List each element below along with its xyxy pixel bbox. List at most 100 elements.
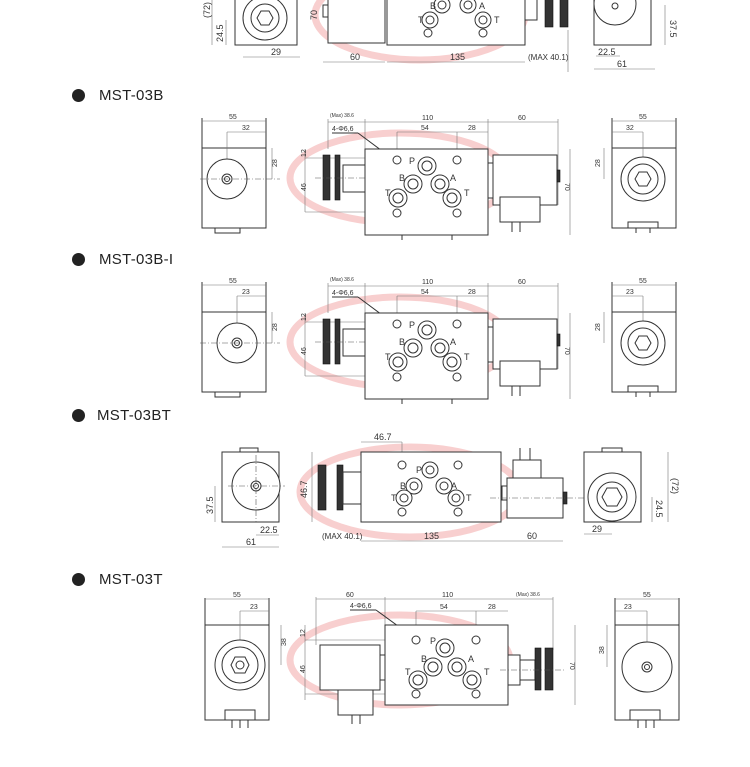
dim-label: 23 xyxy=(242,289,250,296)
dim-label: 60 xyxy=(527,531,537,541)
dim-label: 70 xyxy=(563,183,570,191)
valve-body xyxy=(386,0,526,46)
dim-label: 28 xyxy=(595,323,602,331)
port-label-b: B xyxy=(421,654,427,664)
dim-label: 22.5 xyxy=(598,47,616,57)
dim-label: 29 xyxy=(592,524,602,534)
bullet-icon xyxy=(72,573,85,586)
port-label-a: A xyxy=(479,1,485,11)
port-label-b: B xyxy=(430,1,436,11)
dim-label: 24.5 xyxy=(215,24,225,42)
dim-label: (Max) 38.6 xyxy=(516,592,540,598)
section-title-mst-03t: MST-03T xyxy=(72,571,163,588)
bullet-icon xyxy=(72,253,85,266)
drawing-mst-03b-i: 55 23 28 (Max) 38.6 110 60 4-Φ6,6 54 28 1… xyxy=(200,277,677,404)
bullet-icon xyxy=(72,89,85,102)
dim-label: 60 xyxy=(350,52,360,62)
dim-label: (Max) 38.6 xyxy=(330,277,354,283)
dim-label: 60 xyxy=(518,115,526,122)
dim-label: (Max) 38.6 xyxy=(330,113,354,119)
port-label-t: T xyxy=(464,352,470,362)
dim-label: 61 xyxy=(246,537,256,547)
dim-label: 37.5 xyxy=(668,20,678,38)
dim-label: 28 xyxy=(468,289,476,296)
dim-label: (72) xyxy=(202,2,212,18)
dim-label: 28 xyxy=(272,323,279,331)
dim-label: 55 xyxy=(643,592,651,599)
dim-label: 60 xyxy=(346,592,354,599)
bullet-icon xyxy=(72,409,85,422)
port-label-p: P xyxy=(409,156,415,166)
port-label-b: B xyxy=(399,173,405,183)
dim-label: 54 xyxy=(421,125,429,132)
drawing-mst-03t: 55 23 38 60 110 (Max) 38.6 4-Φ6,6 54 28 … xyxy=(204,592,680,728)
dim-label: 24.5 xyxy=(654,500,664,518)
dim-label: (MAX 40.1) xyxy=(528,53,569,62)
port-label-t: T xyxy=(464,188,470,198)
dim-label: 61 xyxy=(617,59,627,69)
dim-label: 110 xyxy=(422,115,433,122)
port-label-a: A xyxy=(451,481,457,491)
dim-label: 28 xyxy=(595,159,602,167)
port-label-t: T xyxy=(466,493,472,503)
port-label-t: T xyxy=(484,667,490,677)
dim-label: 29 xyxy=(271,47,281,57)
dim-label: 55 xyxy=(233,592,241,599)
section-title-mst-03b: MST-03B xyxy=(72,87,164,104)
dim-label: 12 xyxy=(301,313,308,321)
port-label-p: P xyxy=(430,636,436,646)
manual-knob xyxy=(544,0,554,28)
dim-label: 55 xyxy=(639,278,647,285)
manual-knob xyxy=(534,647,542,691)
dim-label: 55 xyxy=(639,114,647,121)
dim-label: 38 xyxy=(281,638,288,646)
dim-label: 22.5 xyxy=(260,525,278,535)
dim-label: 32 xyxy=(242,125,250,132)
dim-label: 70 xyxy=(309,10,319,20)
dim-label: 70 xyxy=(568,662,575,670)
model-label: MST-03T xyxy=(99,571,163,588)
dim-label: 12 xyxy=(301,149,308,157)
model-label: MST-03B xyxy=(99,87,164,104)
dim-label: 37.5 xyxy=(205,496,215,514)
dim-label: 70 xyxy=(563,347,570,355)
solenoid xyxy=(327,0,386,44)
dim-label: 12 xyxy=(300,629,307,637)
port-label-b: B xyxy=(400,481,406,491)
port-label-p: P xyxy=(416,465,422,475)
model-label: MST-03B-I xyxy=(99,251,174,268)
dim-label: 110 xyxy=(442,592,453,599)
manual-knob xyxy=(322,318,331,365)
dim-label: (MAX 40.1) xyxy=(322,532,363,541)
dim-label: 28 xyxy=(488,604,496,611)
dim-label: 60 xyxy=(518,279,526,286)
dim-label: 46 xyxy=(301,347,308,355)
drawing-top-partial: (72) 24.5 29 70 B A T T 60 135 (MAX 40.1… xyxy=(202,0,678,72)
dim-label: 23 xyxy=(624,604,632,611)
port-label-t: T xyxy=(385,188,391,198)
dim-label: 46 xyxy=(300,665,307,673)
dim-label: 55 xyxy=(229,278,237,285)
mounting-holes-label: 4-Φ6,6 xyxy=(332,126,354,133)
port-label-t: T xyxy=(405,667,411,677)
dim-label: 110 xyxy=(422,279,433,286)
port-label-t: T xyxy=(385,352,391,362)
port-label-t: T xyxy=(418,15,424,25)
valve-body xyxy=(384,624,509,706)
dim-label: 46.7 xyxy=(299,480,309,498)
mounting-holes-label: 4-Φ6,6 xyxy=(332,290,354,297)
dim-label: 46 xyxy=(301,183,308,191)
port-label-t: T xyxy=(391,493,397,503)
dim-label: 135 xyxy=(424,531,439,541)
dim-label: 23 xyxy=(626,289,634,296)
mounting-holes-label: 4-Φ6,6 xyxy=(350,603,372,610)
dim-label: 38 xyxy=(599,646,606,654)
model-label: MST-03BT xyxy=(97,407,172,424)
port-label-t: T xyxy=(494,15,500,25)
dim-label: 54 xyxy=(421,289,429,296)
solenoid xyxy=(319,644,381,691)
port-label-a: A xyxy=(450,337,456,347)
port-label-b: B xyxy=(399,337,405,347)
